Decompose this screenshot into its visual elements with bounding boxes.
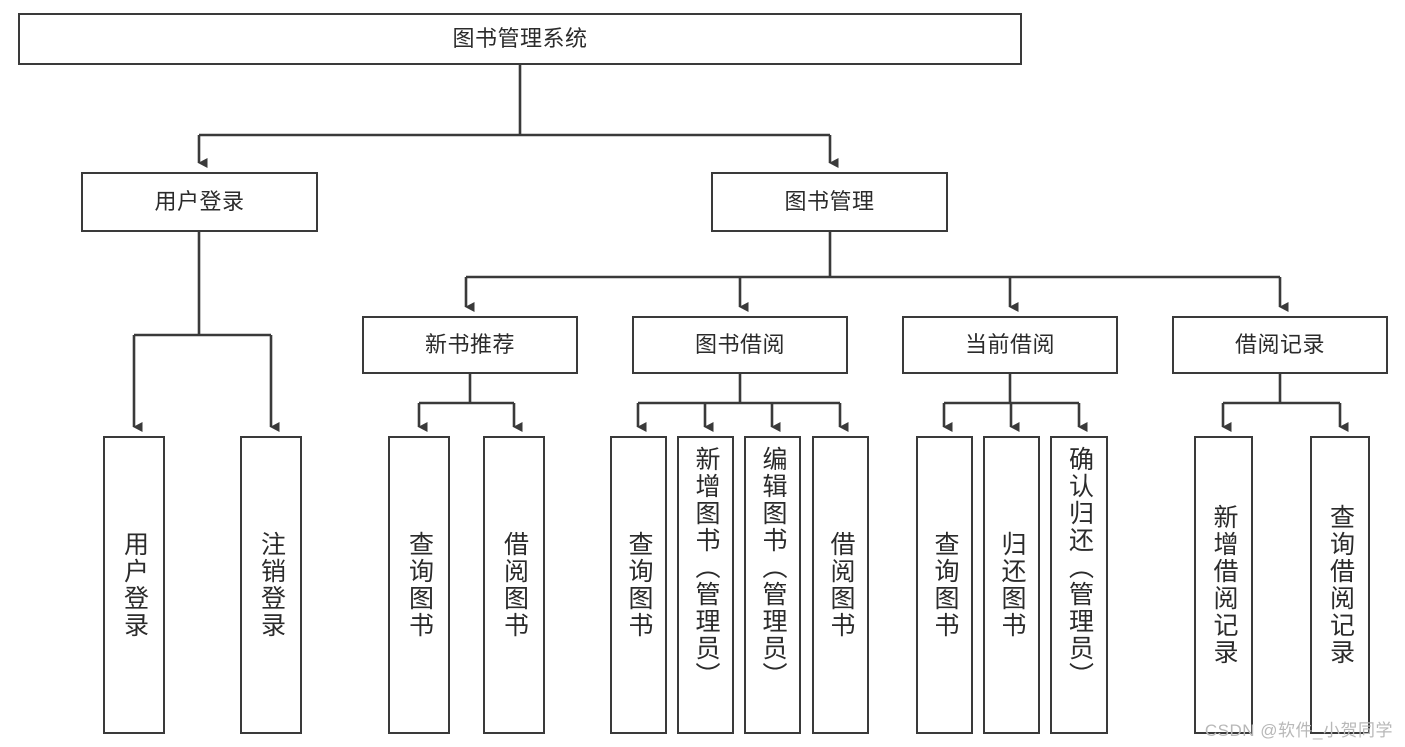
node-label: 当前借阅 (964, 332, 1055, 358)
node-label: 新书推荐 (424, 332, 515, 358)
node-label: 查询图书 (625, 531, 653, 639)
node-label: 新增图书（管理员） (692, 446, 720, 689)
node-leaf-user-login[interactable]: 用户登录 (103, 436, 165, 734)
node-label: 查询借阅记录 (1326, 504, 1355, 666)
node-label: 图书管理 (784, 189, 875, 215)
node-label: 借阅图书 (827, 531, 855, 639)
node-leaf-query-record[interactable]: 查询借阅记录 (1310, 436, 1370, 734)
node-leaf-borrow-book-rec[interactable]: 借阅图书 (483, 436, 545, 734)
node-label: 查询图书 (405, 531, 434, 639)
node-label: 新增借阅记录 (1210, 504, 1238, 666)
node-current-borrow[interactable]: 当前借阅 (902, 316, 1118, 374)
node-leaf-edit-book[interactable]: 编辑图书（管理员） (744, 436, 801, 734)
node-book-manage[interactable]: 图书管理 (711, 172, 948, 232)
node-leaf-logout[interactable]: 注销登录 (240, 436, 302, 734)
node-label: 确认归还（管理员） (1065, 446, 1094, 689)
node-leaf-add-book[interactable]: 新增图书（管理员） (677, 436, 734, 734)
node-label: 图书借阅 (694, 332, 785, 358)
node-new-book-rec[interactable]: 新书推荐 (362, 316, 578, 374)
node-label: 编辑图书（管理员） (759, 446, 787, 689)
node-root-system[interactable]: 图书管理系统 (18, 13, 1022, 65)
node-leaf-borrow-book-bb[interactable]: 借阅图书 (812, 436, 869, 734)
node-leaf-return-book[interactable]: 归还图书 (983, 436, 1040, 734)
node-label: 归还图书 (998, 531, 1026, 639)
node-label: 借阅图书 (500, 531, 529, 639)
node-leaf-confirm-return[interactable]: 确认归还（管理员） (1050, 436, 1108, 734)
node-label: 查询图书 (931, 531, 959, 639)
node-leaf-query-book-rec[interactable]: 查询图书 (388, 436, 450, 734)
node-leaf-query-book-bb[interactable]: 查询图书 (610, 436, 667, 734)
node-label: 注销登录 (257, 531, 286, 639)
node-label: 借阅记录 (1234, 332, 1325, 358)
node-label: 图书管理系统 (452, 26, 588, 52)
node-borrow-record[interactable]: 借阅记录 (1172, 316, 1388, 374)
node-label: 用户登录 (120, 531, 149, 639)
node-user-login[interactable]: 用户登录 (81, 172, 318, 232)
node-label: 用户登录 (154, 189, 245, 215)
node-leaf-add-record[interactable]: 新增借阅记录 (1194, 436, 1253, 734)
node-book-borrow[interactable]: 图书借阅 (632, 316, 848, 374)
csdn-watermark: CSDN @软件_小贺同学 (1204, 721, 1393, 740)
node-leaf-query-book-cb[interactable]: 查询图书 (916, 436, 973, 734)
